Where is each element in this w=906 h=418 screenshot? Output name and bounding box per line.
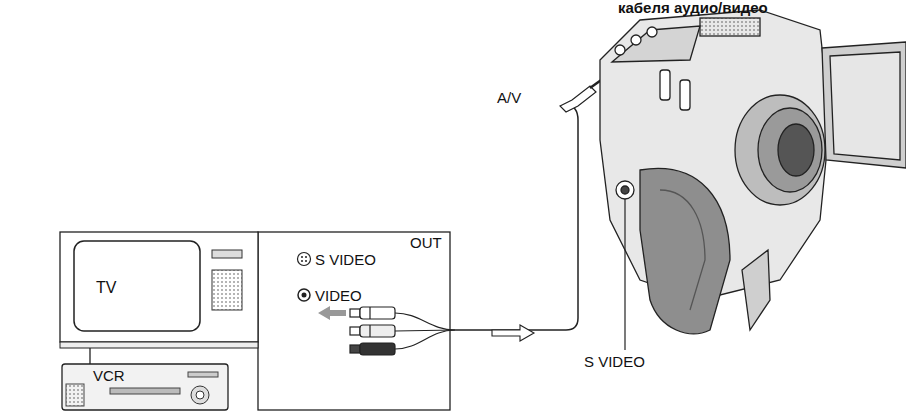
node-text: TV bbox=[96, 279, 116, 297]
tv-body bbox=[60, 232, 258, 342]
direction-arrow bbox=[492, 325, 534, 341]
svideo-jack bbox=[616, 181, 634, 199]
jack-label: S VIDEO bbox=[584, 354, 645, 371]
video-jack-icon bbox=[298, 289, 310, 301]
cable-caption: кабеля аудио/видео bbox=[618, 0, 768, 17]
node-text: VIDEO bbox=[315, 288, 362, 305]
av-plug bbox=[560, 78, 604, 112]
jack-panel: OUT S VIDEO VIDEO bbox=[258, 232, 450, 410]
jack-label: A/V bbox=[497, 90, 521, 107]
vcr-body bbox=[62, 364, 228, 410]
svideo-jack-icon bbox=[298, 253, 311, 266]
av-cable bbox=[455, 104, 578, 330]
node-text: S VIDEO bbox=[315, 252, 376, 269]
device-label: VCR bbox=[93, 368, 125, 385]
camcorder bbox=[600, 10, 906, 334]
tv-screen: TV bbox=[74, 241, 200, 331]
jack-panel bbox=[258, 232, 450, 410]
rca-plugs bbox=[350, 307, 455, 355]
node-text: OUT bbox=[410, 235, 442, 252]
tv-screen bbox=[74, 241, 200, 331]
direction-arrow bbox=[318, 306, 346, 320]
leader-line bbox=[624, 199, 625, 350]
